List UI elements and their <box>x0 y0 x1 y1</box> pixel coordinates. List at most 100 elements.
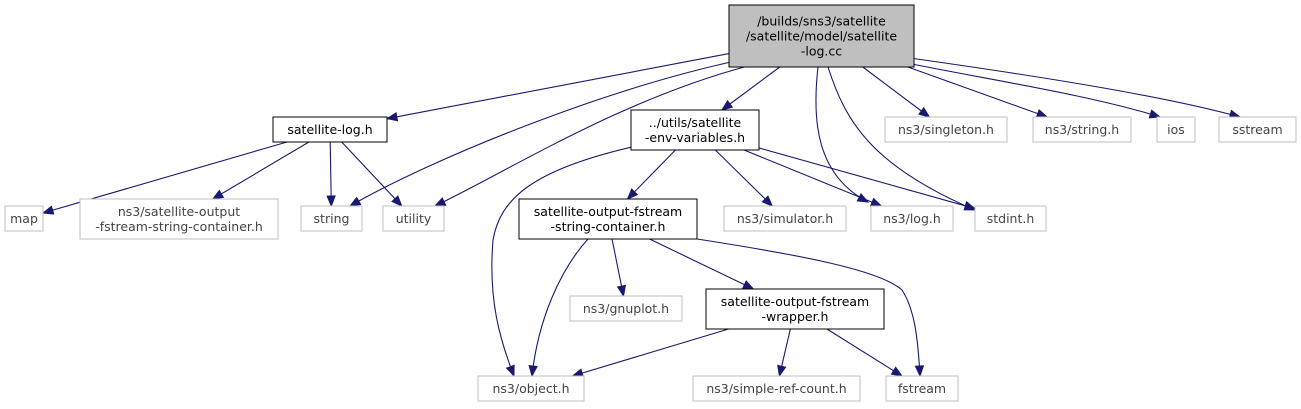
node-map: map <box>4 205 44 232</box>
node-label-line: stdint.h <box>987 211 1035 226</box>
edge-arrowhead-sat_out_container-to-fstream <box>914 365 925 378</box>
node-box <box>1218 116 1297 143</box>
edge-line-utils_env-to-simulator <box>714 149 773 207</box>
edge-line-root-to-log <box>815 66 869 203</box>
edge-satlog_h-to-sat_out_ext <box>211 141 310 200</box>
node-label-line: ns3/simple-ref-count.h <box>706 381 846 396</box>
edge-line-root-to-string <box>349 59 741 207</box>
node-label-line: -fstream-string-container.h <box>95 219 263 234</box>
edge-line-satlog_h-to-string <box>329 141 332 207</box>
node-label-line: -env-variables.h <box>645 130 745 145</box>
node-label-line: /satellite/model/satellite <box>746 29 897 44</box>
node-box <box>382 205 445 232</box>
node-label-line: satellite-output-fstream <box>721 294 869 309</box>
node-box <box>884 116 1008 143</box>
node-fstream: fstream <box>885 375 959 402</box>
edge-line-sat_out_wrapper-to-object <box>572 328 729 377</box>
node-label-line: sstream <box>1232 122 1282 137</box>
edge-line-utils_env-to-log <box>743 149 882 207</box>
node-simple-ref: ns3/simple-ref-count.h <box>692 375 861 402</box>
node-label-line: satellite-output-fstream <box>534 204 682 219</box>
node-box <box>885 375 959 402</box>
edge-utils_env-to-object <box>491 145 637 378</box>
edge-arrowhead-root-to-utility <box>433 197 447 207</box>
node-box <box>1156 116 1196 143</box>
edge-arrowhead-root-to-ios <box>1148 109 1162 119</box>
edge-arrowhead-sat_out_container-to-gnuplot <box>616 284 627 298</box>
edge-sat_out_container-to-sat_out_wrapper <box>649 238 755 290</box>
node-label-line: ios <box>1167 122 1185 137</box>
nodes-layer: /builds/sns3/satellite/satellite/model/s… <box>4 4 1297 402</box>
node-log: ns3/log.h <box>870 205 954 232</box>
node-label-line: ns3/object.h <box>492 381 569 396</box>
node-box <box>728 4 915 68</box>
edge-line-sat_out_container-to-sat_out_wrapper <box>649 238 754 290</box>
edge-utils_env-to-stdint <box>758 147 977 211</box>
node-box <box>79 198 279 240</box>
edge-arrowhead-satlog_h-to-sat_out_ext <box>211 189 225 200</box>
node-sstream: sstream <box>1218 116 1297 143</box>
edge-line-root-to-sstream <box>909 57 1241 118</box>
node-box <box>300 205 363 232</box>
edge-line-root-to-ns3string <box>907 66 1048 118</box>
node-box <box>974 205 1047 232</box>
node-box <box>272 116 388 143</box>
node-gnuplot: ns3/gnuplot.h <box>569 295 683 322</box>
node-label-line: -string-container.h <box>551 219 666 234</box>
edge-root-to-singleton <box>862 66 931 118</box>
node-label-line: -wrapper.h <box>762 309 829 324</box>
edge-arrowhead-utils_env-to-sat_out_container <box>626 188 639 200</box>
edge-root-to-ios <box>901 61 1162 119</box>
edge-arrowhead-root-to-satlog_h <box>385 112 399 122</box>
edge-line-satlog_h-to-sat_out_ext <box>212 141 310 200</box>
edge-arrowhead-utils_env-to-simulator <box>761 195 774 207</box>
node-sat-out-wrapper[interactable]: satellite-output-fstream-wrapper.h <box>705 288 885 330</box>
edge-arrowhead-utils_env-to-stdint <box>963 201 977 211</box>
node-box <box>870 205 954 232</box>
node-sat-out-ext: ns3/satellite-output-fstream-string-cont… <box>79 198 279 240</box>
edge-sat_out_wrapper-to-object <box>571 328 729 378</box>
node-label-line: ../utils/satellite <box>649 115 742 130</box>
edge-line-root-to-singleton <box>862 66 930 118</box>
edge-line-root-to-ios <box>901 61 1161 118</box>
edge-root-to-satlog_h <box>385 53 730 122</box>
node-label-line: ns3/simulator.h <box>737 211 833 226</box>
edge-line-root-to-stdint <box>827 66 976 211</box>
edge-line-utils_env-to-sat_out_container <box>627 149 676 200</box>
node-label-line: ns3/satellite-output <box>118 204 240 219</box>
node-box <box>630 109 760 151</box>
node-singleton: ns3/singleton.h <box>884 116 1008 143</box>
edge-line-utils_env-to-object <box>491 145 637 377</box>
node-box <box>1032 116 1132 143</box>
edge-arrowhead-utils_env-to-object <box>505 364 515 378</box>
node-utils-env[interactable]: ../utils/satellite-env-variables.h <box>630 109 760 151</box>
edge-satlog_h-to-utility <box>341 141 403 207</box>
edge-line-satlog_h-to-utility <box>341 141 403 207</box>
node-box <box>569 295 683 322</box>
node-label-line: -log.cc <box>801 44 842 59</box>
node-label-line: ns3/gnuplot.h <box>583 301 669 316</box>
node-box <box>723 205 847 232</box>
node-sat-out-container[interactable]: satellite-output-fstream-string-containe… <box>518 198 698 240</box>
node-utility: utility <box>382 205 445 232</box>
edge-sat_out_container-to-object <box>528 238 589 378</box>
node-root[interactable]: /builds/sns3/satellite/satellite/model/s… <box>728 4 915 68</box>
edge-arrowhead-root-to-ns3string <box>1035 108 1049 118</box>
node-satlog-h[interactable]: satellite-log.h <box>272 116 388 143</box>
edge-line-sat_out_wrapper-to-fstream <box>826 328 903 377</box>
edges-layer <box>41 53 1242 378</box>
edge-sat_out_container-to-fstream <box>696 238 925 378</box>
node-ios: ios <box>1156 116 1196 143</box>
edge-line-sat_out_container-to-object <box>531 238 589 377</box>
node-box <box>705 288 885 330</box>
edge-arrowhead-utils_env-to-log <box>869 197 883 207</box>
node-label-line: ns3/string.h <box>1045 122 1119 137</box>
edge-line-root-to-utils_env <box>721 66 781 111</box>
edge-root-to-string <box>348 59 741 207</box>
node-label-line: ns3/log.h <box>883 211 941 226</box>
edge-sat_out_container-to-gnuplot <box>611 238 627 298</box>
edge-root-to-utility <box>433 65 749 207</box>
edge-arrowhead-root-to-singleton <box>918 106 931 118</box>
node-label-line: fstream <box>898 381 946 396</box>
